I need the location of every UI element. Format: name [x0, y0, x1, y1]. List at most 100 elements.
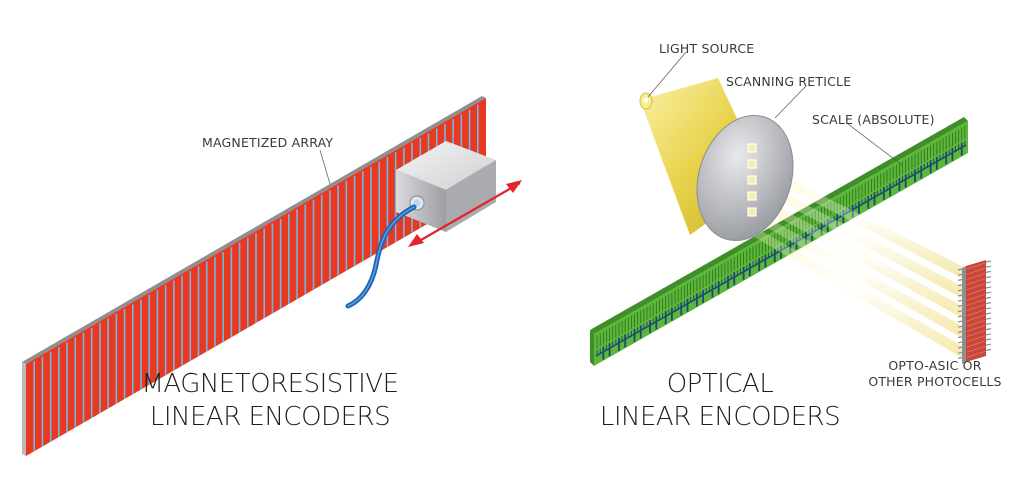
asic-pin [985, 322, 992, 325]
readhead-top [396, 141, 496, 190]
title-magnetoresistive-line2: LINEAR ENCODERS [149, 402, 391, 432]
photocell-array [957, 260, 992, 364]
asic-pin [957, 315, 964, 318]
light-beams-front [732, 150, 966, 360]
asic-cell-line [966, 288, 986, 296]
reticle-slit [747, 175, 757, 185]
asic-pin [957, 346, 964, 349]
light-beam-overlay [732, 166, 966, 300]
arrowhead-left [408, 234, 424, 247]
title-magnetoresistive: MAGNETORESISTIVE LINEAR ENCODERS [120, 368, 420, 434]
reticle-slits [747, 143, 757, 217]
asic-cell-line [966, 325, 986, 332]
label-scale-absolute: SCALE (ABSOLUTE) [812, 112, 935, 127]
motion-arrow [408, 180, 522, 247]
asic-cell-line [966, 278, 986, 285]
title-optical-line2: LINEAR ENCODERS [599, 402, 841, 432]
asic-cell-line [966, 283, 986, 291]
optical-scale-end [590, 330, 594, 366]
label-scanning-reticle: SCANNING RETICLE [726, 74, 852, 89]
asic-cell-line [966, 304, 986, 311]
leader-scanning-reticle [774, 85, 807, 119]
asic-cell-line [966, 335, 986, 343]
asic-pin [985, 333, 992, 336]
reticle-slit [747, 143, 757, 153]
scale-code-marks [595, 125, 967, 360]
asic-pin [985, 328, 992, 331]
asic-pin [985, 317, 992, 320]
reticle-slit [747, 159, 757, 169]
asic-pins [957, 260, 992, 359]
asic-cell-line [966, 314, 986, 322]
asic-pin [985, 338, 992, 341]
reticle-slit [747, 191, 757, 201]
asic-pin [985, 291, 992, 294]
asic-pin [957, 320, 964, 323]
asic-cell-line [966, 262, 986, 270]
asic-pin [957, 268, 964, 271]
label-photocells: OPTO-ASIC OR OTHER PHOTOCELLS [860, 358, 1010, 390]
asic-pin [985, 302, 992, 305]
motion-arrow-line [413, 182, 521, 245]
title-magnetoresistive-line1: MAGNETORESISTIVE [141, 369, 399, 399]
light-beam-overlay [732, 182, 966, 320]
asic-pin [985, 312, 992, 315]
arrowhead-right [506, 180, 522, 193]
asic-pin [957, 304, 964, 307]
label-light-source: LIGHT SOURCE [659, 41, 755, 56]
asic-pin [985, 281, 992, 284]
asic-pin [985, 348, 992, 351]
asic-cell-line [966, 319, 986, 327]
asic-cell-line [966, 351, 986, 358]
cable-highlight [347, 206, 415, 307]
asic-pin [985, 276, 992, 279]
asic-cell-line [966, 309, 986, 317]
leader-light-source [647, 51, 687, 98]
reticle-slit [747, 207, 757, 217]
label-magnetized-array: MAGNETIZED ARRAY [202, 135, 334, 150]
asic-pin [957, 284, 964, 287]
asic-pin [985, 296, 992, 299]
asic-cell-line [966, 299, 986, 306]
magnetized-scale [22, 96, 486, 456]
asic-cell-line [966, 340, 986, 348]
title-optical-line1: OPTICAL [666, 369, 774, 399]
asic-cell-line [966, 267, 986, 275]
asic-pin [985, 260, 992, 263]
leader-magnetized-array [319, 149, 331, 185]
asic-pin [957, 289, 964, 292]
cable-gland-inner [413, 199, 421, 207]
asic-pin [957, 278, 964, 281]
asic-pin [957, 356, 964, 359]
asic-cell-line [966, 345, 986, 353]
asic-pin [957, 330, 964, 333]
light-beam-overlay [732, 214, 966, 360]
asic-pin [957, 336, 964, 339]
asic-pin [985, 270, 992, 273]
asic-cell-line [966, 273, 986, 280]
asic-pin [985, 343, 992, 346]
asic-cell-line [966, 330, 986, 337]
asic-pin [957, 325, 964, 328]
magnetic-readhead [345, 141, 496, 309]
scale-end [22, 362, 26, 456]
readhead-side [446, 160, 496, 232]
title-optical: OPTICAL LINEAR ENCODERS [560, 368, 880, 434]
leader-scale [847, 123, 903, 166]
magnet-pole-stripes [33, 104, 479, 452]
scanning-reticle [696, 114, 794, 242]
light-bulb-glint [643, 97, 649, 103]
asic-pin [957, 341, 964, 344]
asic-pin [957, 310, 964, 313]
asic-pin [985, 307, 992, 310]
asic-pin [957, 299, 964, 302]
asic-pin [957, 294, 964, 297]
asic-cell-line [966, 293, 986, 301]
reticle-disc [696, 114, 794, 242]
light-beam-overlay [732, 198, 966, 340]
asic-pin [985, 265, 992, 268]
scale-top-edge [22, 96, 486, 364]
label-photocells-line1: OPTO-ASIC OR [888, 358, 982, 373]
